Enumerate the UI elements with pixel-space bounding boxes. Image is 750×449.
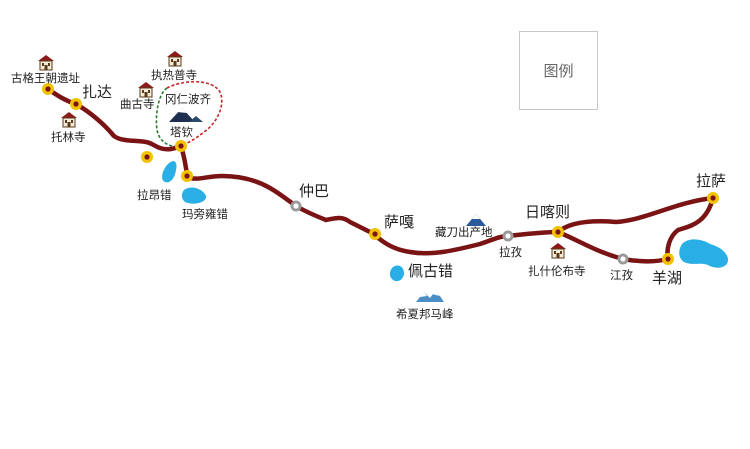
stop-saga-center <box>372 231 378 237</box>
label-saga: 萨嘎 <box>384 213 414 231</box>
label-yanghu: 羊湖 <box>652 269 682 287</box>
zangdao-mountain-icon <box>466 214 486 226</box>
label-laangcuo: 拉昂错 <box>137 188 172 202</box>
legend-title: 图例 <box>543 62 574 80</box>
label-zangdao: 藏刀出产地 <box>435 225 493 239</box>
stop-zhada-center <box>73 101 79 107</box>
label-qugu: 曲古寺 <box>120 97 155 111</box>
label-xixiabangma: 希夏邦马峰 <box>396 307 454 321</box>
zhashilunbu-monastery-icon <box>549 242 567 259</box>
lake-manasarovar <box>181 187 207 204</box>
label-guge: 古格王朝遗址 <box>11 71 80 85</box>
tuolin-monastery-icon <box>60 111 78 128</box>
zhire-monastery-icon <box>166 50 184 67</box>
guge-monastery-icon <box>37 54 55 71</box>
legend-box: 图例 <box>519 31 598 110</box>
stop-mapang-center <box>184 173 190 179</box>
lake-la-ang-tso <box>162 161 177 183</box>
stop-laangcuo-center <box>144 154 150 160</box>
main-route <box>45 86 716 256</box>
label-rikaze: 日喀则 <box>525 203 570 221</box>
stop-guge-center <box>45 86 51 92</box>
kora-loop-red <box>166 80 223 147</box>
stop-lazi-center <box>505 233 511 239</box>
label-lazi: 拉孜 <box>499 245 522 259</box>
stop-lasa-center <box>710 195 716 201</box>
kora-loop-green <box>155 87 182 148</box>
label-zhada: 扎达 <box>82 83 112 101</box>
label-kora: 冈仁波齐 <box>165 92 211 106</box>
lake-peiku-tso <box>389 265 404 282</box>
lake-yamdrok <box>679 239 728 268</box>
stop-taqin-center <box>178 143 184 149</box>
route-rikaze-yanghu <box>555 229 671 264</box>
xixiabangma-mountain-icon <box>416 290 444 302</box>
label-mapang: 玛旁雍错 <box>182 207 228 221</box>
stop-jiangzi-center <box>620 256 626 262</box>
qugu-monastery-icon <box>137 81 155 98</box>
label-zhire: 执热普寺 <box>151 68 197 82</box>
stop-rikaze-center <box>555 229 561 235</box>
stop-zhongba-center <box>293 203 299 209</box>
label-lasa: 拉萨 <box>696 172 726 190</box>
label-zhashilunbu: 扎什伦布寺 <box>528 264 586 278</box>
label-peigu: 佩古错 <box>408 262 453 280</box>
label-tuolin: 托林寺 <box>51 130 86 144</box>
route-yanghu-lasa <box>665 195 716 262</box>
label-taqin: 塔钦 <box>170 125 193 139</box>
label-jiangzi: 江孜 <box>610 268 633 282</box>
stops-layer <box>42 83 719 265</box>
kailash-mountain-icon <box>169 108 203 122</box>
stop-yanghu-center <box>665 256 671 262</box>
label-zhongba: 仲巴 <box>299 182 329 200</box>
